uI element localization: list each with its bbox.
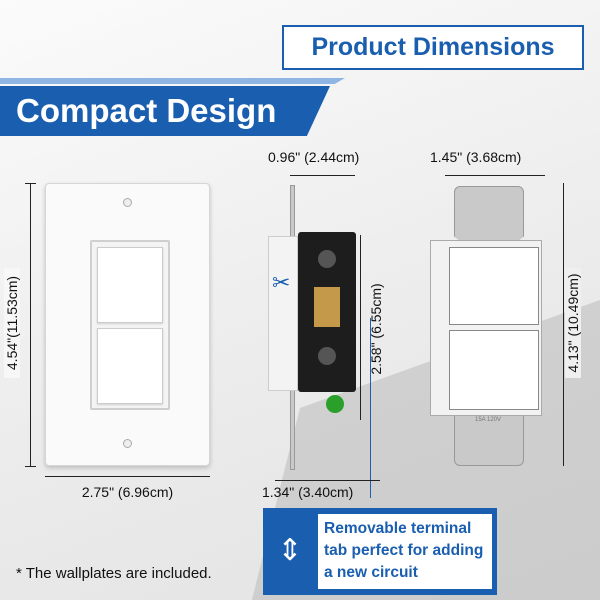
rocker-switch-top	[97, 247, 163, 323]
front-width-line	[445, 175, 545, 176]
banner-stripe	[0, 78, 345, 84]
compact-design-banner: Compact Design	[0, 86, 330, 136]
rocker-switch-bottom	[97, 328, 163, 404]
callout-text: Removable terminal tab perfect for addin…	[318, 514, 492, 589]
side-rocker	[268, 236, 298, 391]
front-rocker-top	[449, 247, 539, 325]
screw-icon	[123, 198, 132, 207]
wallplate-height-line	[30, 183, 31, 466]
front-height-line	[563, 183, 564, 466]
side-width-line	[275, 480, 380, 481]
side-depth-label: 0.96" (2.44cm)	[268, 149, 360, 165]
side-depth-line	[290, 175, 355, 176]
terminal-screw-icon	[318, 250, 336, 268]
tick	[25, 466, 36, 467]
rating-text: 15A 120V	[475, 417, 502, 423]
wallplate-height-label: 4.54"(11.53cm)	[4, 268, 20, 378]
product-dimensions-title: Product Dimensions	[282, 25, 584, 70]
wallplate-note: * The wallplates are included.	[16, 565, 212, 582]
front-rocker-bottom	[449, 330, 539, 410]
expand-vertical-icon: ⇕	[277, 534, 303, 567]
terminal-tab	[314, 287, 340, 327]
front-height-label: 4.13" (10.49cm)	[565, 268, 581, 378]
wallplate-width-line	[45, 476, 210, 477]
side-width-label: 1.34" (3.40cm)	[262, 484, 354, 500]
scissors-icon: ✂	[272, 270, 291, 295]
screw-icon	[123, 439, 132, 448]
ground-screw-icon	[326, 395, 344, 413]
front-switch-body	[430, 240, 542, 416]
rocker-frame	[90, 240, 170, 410]
tick	[25, 183, 36, 184]
side-height-label: 2.58" (6.55cm)	[368, 283, 384, 375]
wallplate-width-label: 2.75" (6.96cm)	[81, 484, 174, 500]
front-width-label: 1.45" (3.68cm)	[430, 149, 522, 165]
callout-pointer-line	[370, 318, 371, 498]
terminal-screw-icon	[318, 347, 336, 365]
side-height-line	[360, 235, 361, 420]
terminal-callout: ⇕ Removable terminal tab perfect for add…	[263, 508, 497, 595]
side-body	[298, 232, 356, 392]
